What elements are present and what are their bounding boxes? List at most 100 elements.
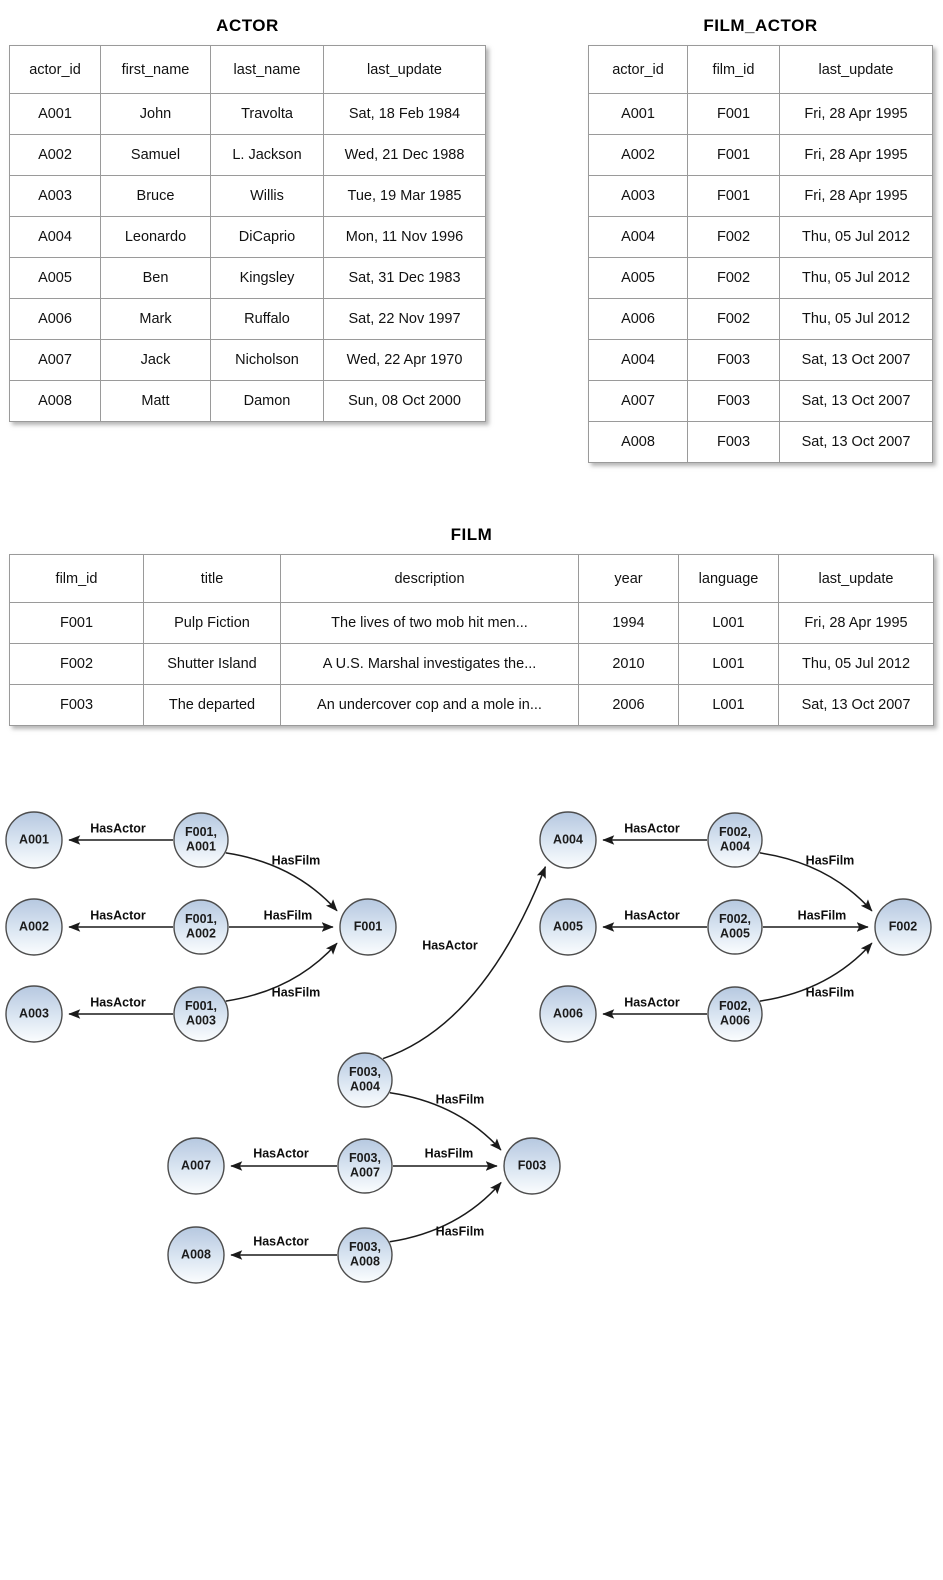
node-label: A004 [553,832,583,846]
table-row: A008 Matt Damon Sun, 08 Oct 2000 [9,380,486,422]
graph-node-f002[interactable]: F002 [874,898,932,956]
table-row: A004 F003 Sat, 13 Oct 2007 [588,339,933,381]
node-label: F003,A007 [349,1151,381,1180]
cell-title: The departed [143,684,281,726]
edge-label: HasActor [253,1146,309,1160]
cell-film-id: F002 [687,216,780,258]
cell-language: L001 [678,602,779,644]
table-row: A003 Bruce Willis Tue, 19 Mar 1985 [9,175,486,217]
film-table-block: FILM film_id title description year lang… [9,525,934,726]
cell-actor-id: A005 [9,257,101,299]
edge-label: HasFilm [272,985,321,999]
graph-node-fa001_1[interactable]: F001,A001 [173,812,229,868]
column-header-last-update: last_update [323,45,486,94]
cell-actor-id: A008 [588,421,688,463]
graph-node-fa001_2[interactable]: F001,A002 [173,899,229,955]
cell-first-name: Ben [100,257,211,299]
graph-node-a006[interactable]: A006 [539,985,597,1043]
graph-node-fa002_6[interactable]: F002,A006 [707,986,763,1042]
table-row: A001 John Travolta Sat, 18 Feb 1984 [9,93,486,135]
node-circle [173,812,229,868]
cell-last-update: Tue, 19 Mar 1985 [323,175,486,217]
table-row: F001 Pulp Fiction The lives of two mob h… [9,602,934,644]
edge-label: HasFilm [425,1146,474,1160]
node-circle [173,899,229,955]
cell-title: Pulp Fiction [143,602,281,644]
cell-first-name: Matt [100,380,211,422]
node-circle [167,1226,225,1284]
cell-actor-id: A006 [588,298,688,340]
node-layer: A001A002A003F001,A001F001,A002F001,A003F… [5,811,932,1284]
graph-node-a004[interactable]: A004 [539,811,597,869]
table-row: A001 F001 Fri, 28 Apr 1995 [588,93,933,135]
film-table-title: FILM [450,525,493,544]
actor-table-title: ACTOR [216,16,279,35]
graph-node-a005[interactable]: A005 [539,898,597,956]
cell-last-name: Travolta [210,93,324,135]
graph-node-f001[interactable]: F001 [339,898,397,956]
cell-year: 2010 [578,643,679,685]
edge-label: HasActor [624,908,680,922]
graph-node-f003[interactable]: F003 [503,1137,561,1195]
graph-canvas: A001A002A003F001,A001F001,A002F001,A003F… [5,811,932,1284]
node-label: F002,A005 [719,912,751,941]
table-row: F002 Shutter Island A U.S. Marshal inves… [9,643,934,685]
edge-label: HasActor [90,821,146,835]
table-row: A002 Samuel L. Jackson Wed, 21 Dec 1988 [9,134,486,176]
cell-actor-id: A007 [588,380,688,422]
graph-edge-hasfilm [759,942,873,1002]
cell-film-id: F003 [687,421,780,463]
cell-last-update: Sat, 13 Oct 2007 [779,339,933,381]
cell-last-update: Wed, 21 Dec 1988 [323,134,486,176]
cell-last-name: Damon [210,380,324,422]
node-circle [539,898,597,956]
node-label: A007 [181,1158,211,1172]
edge-label: HasFilm [806,853,855,867]
graph-node-fa003_8[interactable]: F003,A008 [337,1227,393,1283]
node-label: F003,A008 [349,1240,381,1269]
node-label: F001,A003 [185,999,217,1028]
graph-node-a002[interactable]: A002 [5,898,63,956]
graph-edge-hasfilm [225,852,338,912]
graph-node-a008[interactable]: A008 [167,1226,225,1284]
cell-last-update: Sat, 22 Nov 1997 [323,298,486,340]
column-header-description: description [280,554,579,603]
table-row: A005 F002 Thu, 05 Jul 2012 [588,257,933,299]
column-header-last-name: last_name [210,45,324,94]
graph-node-fa001_3[interactable]: F001,A003 [173,986,229,1042]
node-circle [167,1137,225,1195]
table-row: A003 F001 Fri, 28 Apr 1995 [588,175,933,217]
node-label: A005 [553,919,583,933]
cell-last-name: Ruffalo [210,298,324,340]
cell-first-name: John [100,93,211,135]
cell-last-name: Kingsley [210,257,324,299]
graph-edge-hasfilm [389,1181,502,1243]
graph-edge-hasfilm [225,942,338,1002]
edge-label: HasActor [624,995,680,1009]
edge-label: HasFilm [436,1092,485,1106]
graph-node-a001[interactable]: A001 [5,811,63,869]
film-actor-table-title: FILM_ACTOR [703,16,818,35]
graph-node-a007[interactable]: A007 [167,1137,225,1195]
cell-actor-id: A003 [9,175,101,217]
node-label: A003 [19,1006,49,1020]
column-header-year: year [578,554,679,603]
graph-node-fa003_7[interactable]: F003,A007 [337,1138,393,1194]
column-header-first-name: first_name [100,45,211,94]
column-header-film-id: film_id [9,554,144,603]
cell-description: A U.S. Marshal investigates the... [280,643,579,685]
cell-language: L001 [678,684,779,726]
node-circle [337,1227,393,1283]
graph-node-a003[interactable]: A003 [5,985,63,1043]
cell-year: 1994 [578,602,679,644]
graph-node-fa002_4[interactable]: F002,A004 [707,812,763,868]
graph-edge-hasfilm [759,852,873,912]
cell-last-update: Thu, 05 Jul 2012 [779,216,933,258]
graph-node-fa002_5[interactable]: F002,A005 [707,899,763,955]
cell-last-update: Wed, 22 Apr 1970 [323,339,486,381]
graph-node-fa003_4[interactable]: F003,A004 [337,1052,393,1108]
column-header-film-id: film_id [687,45,780,94]
cell-last-name: Nicholson [210,339,324,381]
table-row: A002 F001 Fri, 28 Apr 1995 [588,134,933,176]
edge-label-layer: HasActorHasActorHasActorHasFilmHasFilmHa… [90,821,854,1248]
